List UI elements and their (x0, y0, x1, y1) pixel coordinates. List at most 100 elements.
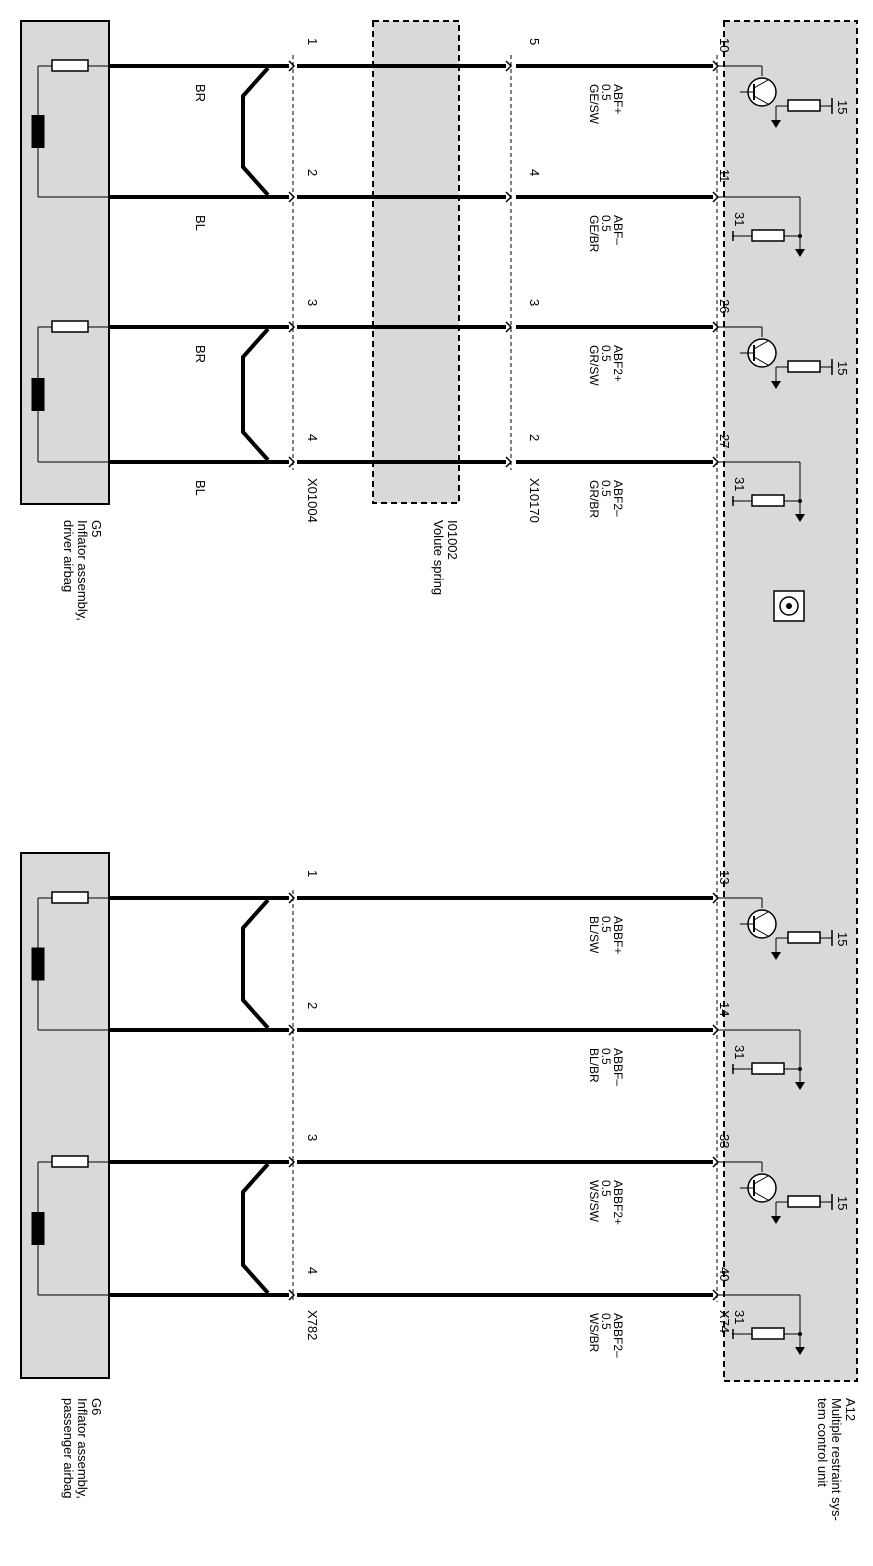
ecu-ground-stage (717, 461, 805, 522)
g5-caption-line: Inflator assembly, (75, 520, 90, 621)
wire-spec-label-line: GE/BR (587, 215, 601, 253)
supply-label-15: 15 (835, 1196, 850, 1210)
volute-spring-caption-line: I01002 (445, 520, 460, 560)
x10170-pin-number: 2 (527, 434, 542, 441)
a12-control-unit-box (723, 20, 858, 1382)
passenger-stage1-igniter (31, 891, 109, 1031)
resistor-icon (787, 931, 821, 944)
connector-x01004-label: X01004 (305, 478, 320, 523)
x01004-pin-number: 4 (305, 434, 320, 441)
wire-spec-label-line: GR/SW (587, 345, 601, 386)
twisted-pair-marker (241, 66, 270, 197)
g6-caption-line: Inflator assembly, (75, 1398, 90, 1499)
ecu-ground-stage (717, 196, 805, 257)
ground-label-31: 31 (732, 477, 747, 491)
x782-pin-number: 3 (305, 1134, 320, 1141)
inflator-resistor-icon (51, 1155, 89, 1168)
g5-caption-line: G5 (89, 520, 104, 537)
connector-pin-icon (288, 456, 296, 468)
a12-pin-number: 11 (717, 169, 732, 183)
connector-x74-label: X74 (717, 1310, 732, 1333)
wire-spec-label-line: 0.5 (599, 1048, 613, 1065)
wire-spec-label-line: ABF– (611, 215, 625, 245)
wire-spec-label: ABF2–0.5GR/BR (587, 480, 625, 518)
x782-pin-number: 2 (305, 1002, 320, 1009)
a12-caption-line: A12 (843, 1398, 858, 1421)
connector-pin-icon (288, 1289, 296, 1301)
resistor-icon (751, 1327, 785, 1340)
connector-pin-icon (505, 321, 513, 333)
x01004-pin-number: 3 (305, 299, 320, 306)
g6-inflator-box (20, 852, 110, 1379)
igniter-element-icon (31, 1212, 45, 1245)
wire-spec-label-line: 0.5 (599, 84, 613, 101)
connector-pin-icon (288, 1156, 296, 1168)
inflator-wire-color: BL (193, 215, 208, 231)
wire-spec-label-line: 0.5 (599, 345, 613, 362)
a12-pin-number: 13 (717, 870, 732, 884)
wire-spec-label-line: BL/BR (587, 1048, 601, 1083)
ground-label-31: 31 (732, 212, 747, 226)
connector-pin-icon (288, 1024, 296, 1036)
resistor-icon (787, 1195, 821, 1208)
ecu-transistor-driver (717, 65, 833, 128)
arrow-down-icon (771, 381, 781, 389)
connector-pin-icon (288, 191, 296, 203)
supply-label-15: 15 (835, 932, 850, 946)
connector-pin-icon (505, 456, 513, 468)
a12-pin-number: 10 (717, 38, 732, 52)
g6-caption-line: passenger airbag (61, 1398, 76, 1498)
ecu-transistor-driver (717, 1161, 833, 1224)
passenger-stage2-igniter (31, 1155, 109, 1296)
x782-pin-number: 1 (305, 870, 320, 877)
connector-pin-icon (505, 191, 513, 203)
wire-spec-label-line: WS/SW (587, 1180, 601, 1223)
igniter-element-icon (31, 378, 45, 411)
x10170-pin-number: 3 (527, 299, 542, 306)
wire-spec-label-line: 0.5 (599, 1180, 613, 1197)
ecu-ground-stage (717, 1029, 805, 1090)
ecu-transistor-driver (717, 897, 833, 960)
supply-label-15: 15 (835, 361, 850, 375)
resistor-icon (751, 1062, 785, 1075)
driver-stage1-igniter (31, 59, 109, 198)
a12-pin-number: 14 (717, 1002, 732, 1016)
g6-caption-line: G6 (89, 1398, 104, 1415)
wire-spec-label: ABF2+0.5GR/SW (587, 345, 625, 386)
twisted-pair-marker (241, 327, 270, 462)
arrow-down-icon (771, 120, 781, 128)
a12-pin-number: 26 (717, 299, 732, 313)
a12-pin-number: 27 (717, 434, 732, 448)
wire-spec-label: ABBF2–0.5WS/BR (587, 1313, 625, 1358)
wire-spec-label-line: ABF+ (611, 84, 625, 114)
ground-arrow-icon (795, 1082, 805, 1090)
wire-spec-label-line: 0.5 (599, 916, 613, 933)
wire-spec-label: ABF–0.5GE/BR (587, 215, 625, 253)
resistor-icon (751, 494, 785, 507)
ground-arrow-icon (795, 514, 805, 522)
wire-spec-label-line: 0.5 (599, 1313, 613, 1330)
ecu-ground-stage (717, 1294, 805, 1355)
wire-spec-label-line: GR/BR (587, 480, 601, 518)
wire-spec-label-line: ABF2– (611, 480, 625, 517)
igniter-element-icon (31, 115, 45, 148)
ground-arrow-icon (795, 249, 805, 257)
connector-pin-icon (288, 892, 296, 904)
wire-spec-label: ABBF–0.5BL/BR (587, 1048, 625, 1086)
connector-pin-icon (505, 60, 513, 72)
driver-stage2-igniter (31, 320, 109, 463)
wire-spec-label-line: ABF2+ (611, 345, 625, 382)
connector-pin-icon (288, 60, 296, 72)
wire-spec-label: ABBF2+0.5WS/SW (587, 1180, 625, 1225)
resistor-icon (787, 360, 821, 373)
wire-spec-label-line: ABBF2– (611, 1313, 625, 1358)
wire-spec-label-line: ABBF+ (611, 916, 625, 954)
ground-label-31: 31 (732, 1045, 747, 1059)
resistor-icon (751, 229, 785, 242)
x782-pin-number: 4 (305, 1267, 320, 1274)
ground-label-31: 31 (732, 1310, 747, 1324)
connector-pin-icon (288, 321, 296, 333)
inflator-wire-color: BL (193, 480, 208, 496)
